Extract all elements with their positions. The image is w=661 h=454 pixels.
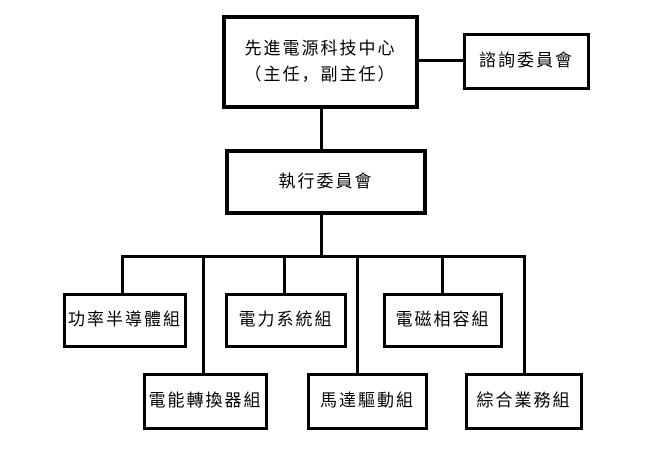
center-node-subtitle: （主任，副主任） xyxy=(244,65,397,85)
connector-bus-to-motor-drive-group xyxy=(356,255,359,373)
center-node-title: 先進電源科技中心 xyxy=(244,38,397,59)
connector-bus-to-power-converter-group xyxy=(202,255,205,373)
connector-bus-to-power-system-group xyxy=(283,255,286,293)
connector-bus xyxy=(121,255,526,258)
executive-node-label: 執行委員會 xyxy=(278,171,374,192)
node-power-semiconductor-group: 功率半導體組 xyxy=(63,293,187,348)
group-node-label: 功率半導體組 xyxy=(68,310,182,331)
group-node-label: 電磁相容組 xyxy=(395,310,491,331)
connector-bus-to-power-semiconductor-group xyxy=(121,255,124,293)
group-node-label: 電能轉換器組 xyxy=(148,391,263,412)
connector-center-to-executive xyxy=(320,109,323,149)
node-advanced-power-tech-center: 先進電源科技中心 （主任，副主任） xyxy=(222,15,419,109)
connector-executive-to-bus xyxy=(320,215,323,255)
group-node-label: 馬達驅動組 xyxy=(320,391,415,412)
group-node-label: 綜合業務組 xyxy=(476,391,572,412)
connector-bus-to-general-affairs-group xyxy=(523,255,526,373)
connector-bus-to-emc-group xyxy=(441,255,444,293)
node-general-affairs-group: 綜合業務組 xyxy=(465,373,583,430)
node-power-system-group: 電力系統組 xyxy=(225,293,347,348)
node-emc-group: 電磁相容組 xyxy=(383,293,503,348)
group-node-label: 電力系統組 xyxy=(238,310,334,331)
node-power-converter-group: 電能轉換器組 xyxy=(143,373,268,430)
advisory-node-label: 諮詢委員會 xyxy=(479,51,574,72)
node-executive-committee: 執行委員會 xyxy=(225,149,427,215)
node-motor-drive-group: 馬達驅動組 xyxy=(307,373,428,430)
node-advisory-committee: 諮詢委員會 xyxy=(463,33,590,90)
connector-center-to-advisory xyxy=(419,59,463,62)
